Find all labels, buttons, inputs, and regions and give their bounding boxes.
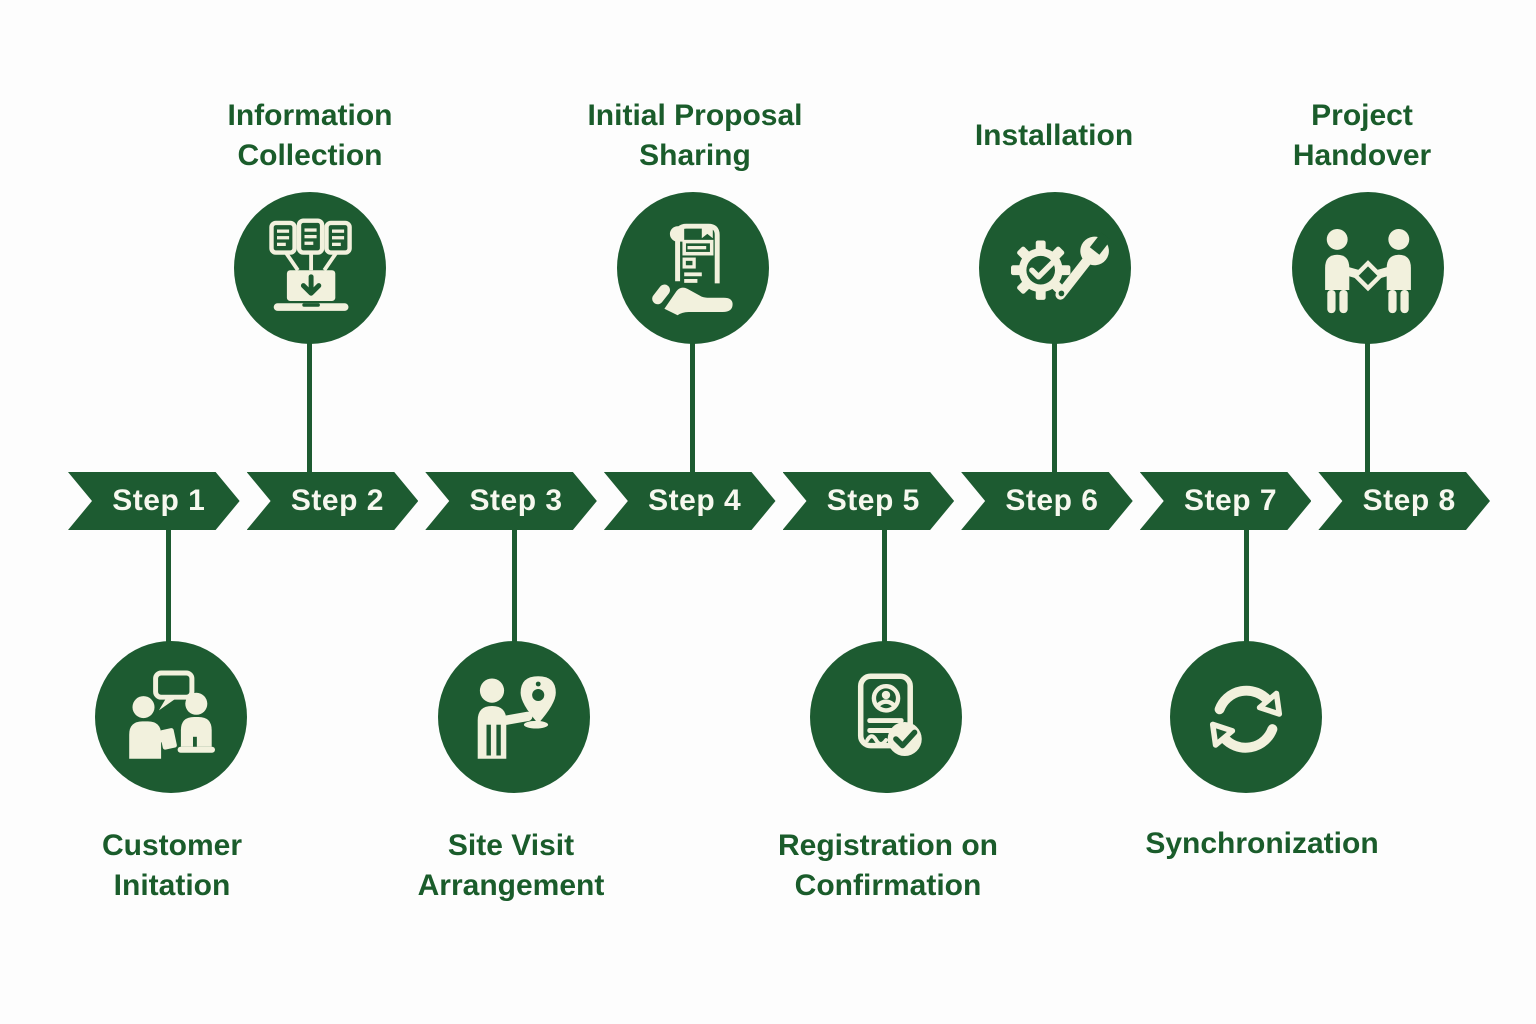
milestone-circle-information-collection [234, 192, 386, 344]
connector-step3 [512, 530, 517, 642]
milestone-label-installation: Installation [974, 119, 1134, 152]
connector-step4 [690, 343, 695, 473]
step-chevron-7: Step 7 [1140, 472, 1312, 530]
milestone-label-site-visit-arrangement: Site Visit Arrangement [417, 829, 605, 902]
step-chevron-6: Step 6 [961, 472, 1133, 530]
milestone-circle-initial-proposal-sharing [617, 192, 769, 344]
id-document-check-icon [857, 673, 922, 757]
connector-step5 [882, 530, 887, 642]
milestone-circle-site-visit-arrangement [438, 641, 590, 793]
connector-step1 [166, 530, 171, 642]
step-chevron-4: Step 4 [604, 472, 776, 530]
milestone-label-synchronization: Synchronization [1145, 827, 1379, 860]
step-chevron-2: Step 2 [247, 472, 419, 530]
connector-step8 [1365, 343, 1370, 473]
timeline-band: Step 1 Step 2 Step 3 Step 4 Step 5 Step … [68, 472, 1490, 530]
step-chevron-8: Step 8 [1318, 472, 1490, 530]
milestone-circle-customer-initation [95, 641, 247, 793]
connector-step6 [1052, 343, 1057, 473]
step-chevron-5: Step 5 [783, 472, 955, 530]
step-chevron-3: Step 3 [425, 472, 597, 530]
person-location-pin-icon [477, 676, 556, 759]
customer-conversation-icon [129, 670, 215, 759]
gear-wrench-icon [1011, 232, 1110, 300]
milestone-label-initial-proposal-sharing: Initial Proposal Sharing [587, 99, 803, 172]
step-chevron-1: Step 1 [68, 472, 240, 530]
milestone-label-information-collection: Information Collection [227, 99, 393, 172]
milestone-circle-installation [979, 192, 1131, 344]
milestone-label-registration-on-confirmation: Registration on Confirmation [777, 829, 998, 902]
handshake-exchange-icon [1325, 228, 1411, 314]
milestone-label-project-handover: Project Handover [1292, 99, 1432, 172]
hand-document-icon [652, 223, 733, 316]
milestone-label-customer-initation: Customer Initation [101, 829, 243, 902]
connector-step2 [307, 343, 312, 473]
milestone-circle-project-handover [1292, 192, 1444, 344]
connector-step7 [1244, 530, 1249, 642]
data-collection-laptop-icon [269, 218, 352, 311]
sync-arrows-icon [1209, 685, 1283, 753]
milestone-circle-synchronization [1170, 641, 1322, 793]
milestone-circle-registration-on-confirmation [810, 641, 962, 793]
